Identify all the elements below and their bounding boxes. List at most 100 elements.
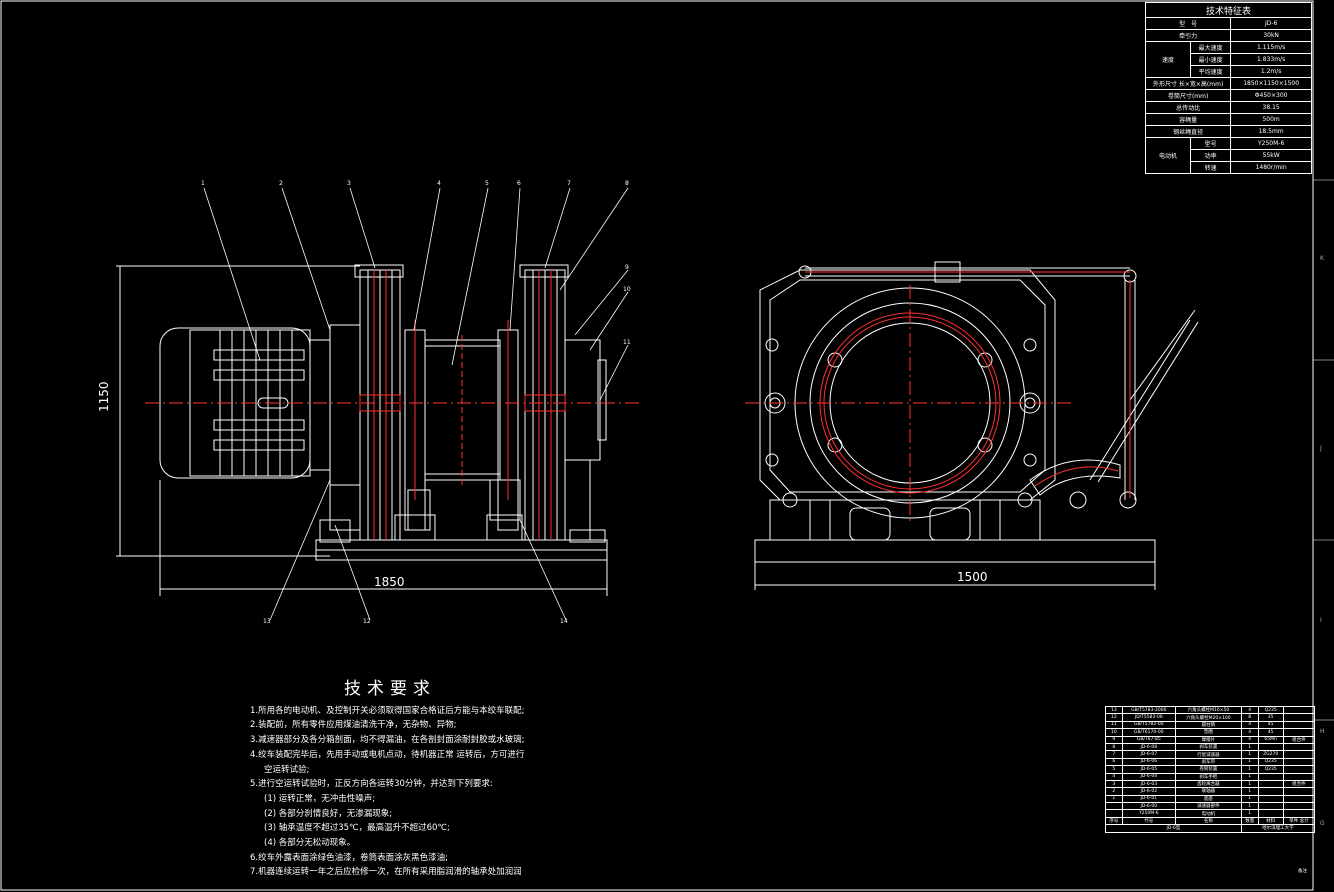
parts-cell: 减速器部件 bbox=[1174, 802, 1242, 811]
balloon-13: 13 bbox=[263, 618, 271, 625]
parts-footer-cell: 数量 bbox=[1240, 816, 1259, 826]
spec-label: 最大速度 bbox=[1189, 41, 1232, 54]
school-cell: 哈尔滨理工大学 bbox=[1240, 824, 1316, 833]
parts-cell: 1 bbox=[1240, 772, 1259, 781]
parts-cell: 4 bbox=[1240, 720, 1259, 730]
dim-width-right: 1500 bbox=[957, 570, 988, 584]
balloon-11: 11 bbox=[623, 339, 631, 346]
technical-requirements: 技术要求 1.所用各的电动机、及控制开关必须取得国家合格证后方能与本绞车联配; … bbox=[250, 679, 525, 880]
parts-cell: 2 bbox=[1105, 787, 1123, 796]
spec-value: 1.115m/s bbox=[1230, 41, 1312, 54]
parts-footer-cell: 序号 bbox=[1105, 816, 1123, 826]
parts-cell bbox=[1282, 802, 1316, 811]
spec-value: 1480r/min bbox=[1230, 161, 1312, 174]
spec-value: Φ450×300 bbox=[1230, 89, 1312, 102]
balloon-4: 4 bbox=[437, 180, 441, 187]
dim-height-left: 1150 bbox=[97, 381, 111, 412]
tech-req-item: 2.装配前，所有零件应用煤油清洗干净，无杂物、异物; bbox=[250, 720, 457, 731]
parts-cell: 六角头螺栓M20×100 bbox=[1174, 713, 1242, 722]
parts-footer: 序号代号名称数量材料单件 总计 bbox=[1105, 816, 1316, 826]
tech-req-item: (3) 轴承温度不超过35℃，最高温升不超过60℃; bbox=[264, 823, 450, 834]
parts-cell bbox=[1282, 772, 1316, 781]
spec-value: JD-6 bbox=[1230, 17, 1312, 30]
parts-cell: 组合件 bbox=[1282, 779, 1316, 789]
balloon-12: 12 bbox=[363, 618, 371, 625]
parts-cell bbox=[1282, 809, 1316, 818]
spec-group: 电动机 bbox=[1145, 137, 1191, 174]
balloon-10: 10 bbox=[623, 286, 631, 293]
parts-cell: 8 bbox=[1240, 713, 1259, 722]
parts-cell: 4 bbox=[1240, 735, 1259, 744]
spec-value: 18.5mm bbox=[1230, 125, 1312, 138]
spec-label: 型 号 bbox=[1144, 17, 1232, 30]
parts-cell bbox=[1257, 787, 1284, 796]
parts-cell: 1 bbox=[1240, 742, 1259, 752]
tech-req-title: 技术要求 bbox=[344, 679, 436, 699]
parts-cell: 底座 bbox=[1174, 794, 1242, 804]
parts-cell: 齿轮离合器 bbox=[1174, 779, 1242, 789]
parts-cell: JD-6-07 bbox=[1121, 750, 1176, 759]
parts-cell: 1 bbox=[1240, 809, 1259, 818]
parts-cell: 六角头螺栓M16×50 bbox=[1174, 705, 1242, 715]
tech-req-item: 1.所用各的电动机、及控制开关必须取得国家合格证后方能与本绞车联配; bbox=[250, 705, 525, 716]
parts-cell: 电动机 bbox=[1174, 809, 1242, 818]
parts-cell: 3 bbox=[1105, 779, 1123, 789]
parts-cell: 4 bbox=[1105, 772, 1123, 781]
parts-footer-cell: 代号 bbox=[1121, 816, 1176, 826]
parts-cell: JD-6-02 bbox=[1121, 787, 1176, 796]
spec-label: 转速 bbox=[1189, 161, 1232, 174]
balloon-9: 9 bbox=[625, 264, 629, 271]
title-cell: JD-6型 bbox=[1105, 824, 1242, 833]
parts-cell bbox=[1282, 728, 1316, 737]
tech-req-item: 6.绞车外露表面涂绿色油漆，卷筒表面涂灰黑色漆油; bbox=[250, 852, 448, 863]
parts-cell: 刹车手把 bbox=[1174, 772, 1242, 781]
frame-letter-i: I bbox=[1320, 617, 1322, 624]
parts-cell bbox=[1257, 794, 1284, 804]
spec-label: 最小速度 bbox=[1189, 53, 1232, 66]
parts-cell: GB/T5782-00 bbox=[1121, 720, 1176, 730]
spec-label: 平均速度 bbox=[1189, 65, 1232, 78]
parts-cell bbox=[1282, 713, 1316, 722]
parts-cell: 45 bbox=[1257, 728, 1284, 737]
parts-cell: GB/T67-85 bbox=[1121, 735, 1176, 744]
spec-label: 功率 bbox=[1189, 149, 1232, 162]
spec-label: 钢丝绳直径 bbox=[1144, 125, 1232, 138]
parts-cell: 刹车装置 bbox=[1174, 742, 1242, 752]
parts-cell: 8 bbox=[1105, 742, 1123, 752]
parts-cell: 垫圈 bbox=[1174, 728, 1242, 737]
tech-req-item: 3.减速器部分及各分箱剖面，均不得漏油，在各剖封面涂耐封胶或水玻璃; bbox=[250, 735, 525, 746]
tech-req-item: 4.绞车装配完毕后，先用手动或电机点动，待机器正常 运转后，方可进行 bbox=[250, 749, 525, 760]
spec-group: 速度 bbox=[1145, 41, 1191, 78]
parts-cell: 1 bbox=[1240, 765, 1259, 774]
spec-label: 总传动比 bbox=[1144, 101, 1232, 114]
balloon-5: 5 bbox=[485, 180, 489, 187]
parts-cell: 卷筒装置 bbox=[1174, 765, 1242, 774]
parts-cell: 1 bbox=[1105, 794, 1123, 804]
balloon-7: 7 bbox=[567, 180, 571, 187]
parts-cell bbox=[1257, 809, 1284, 818]
tech-req-item: (2) 各部分刹情良好，无渗漏现象; bbox=[264, 808, 393, 819]
spec-label: 外形尺寸 长×宽×高(mm) bbox=[1144, 77, 1232, 90]
spec-value: 38.15 bbox=[1230, 101, 1312, 114]
parts-cell: JD-6-00 bbox=[1121, 802, 1176, 811]
parts-cell: 1 bbox=[1240, 779, 1259, 789]
parts-cell bbox=[1282, 757, 1316, 767]
spec-value: 500m bbox=[1230, 113, 1312, 126]
parts-cell: 65Mn bbox=[1257, 735, 1284, 744]
spec-value: 55kW bbox=[1230, 149, 1312, 162]
parts-cell bbox=[1282, 787, 1316, 796]
balloon-3: 3 bbox=[347, 180, 351, 187]
parts-cell bbox=[1282, 742, 1316, 752]
parts-cell: JD-6-04 bbox=[1121, 772, 1176, 781]
parts-cell: 12 bbox=[1105, 713, 1123, 722]
parts-cell: 1 bbox=[1240, 787, 1259, 796]
frame-letter-g: G bbox=[1320, 820, 1325, 827]
frame-letter-j: J bbox=[1320, 445, 1322, 452]
parts-cell bbox=[1282, 750, 1316, 759]
